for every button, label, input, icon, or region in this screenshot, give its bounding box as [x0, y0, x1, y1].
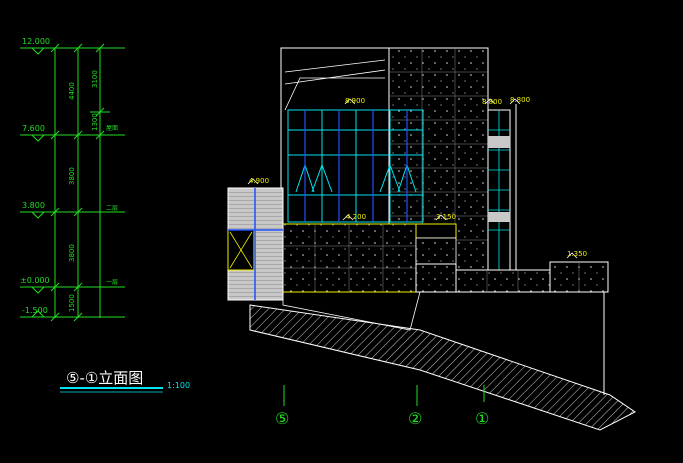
level-dimension-chain [20, 43, 125, 322]
mark-8800-b: 8.800 [510, 96, 530, 104]
drawing-scale: 1:100 [167, 381, 190, 390]
mark-1350: 1.350 [567, 250, 587, 258]
mark-8800-a: 8.800 [482, 98, 502, 106]
roof-canopy [284, 59, 386, 111]
dim-4400: 4400 [68, 82, 76, 100]
dim-1300: 1300 [91, 113, 99, 131]
dim-3100: 3100 [91, 70, 99, 88]
level-minus-1500: -1.500 [22, 306, 48, 315]
level-12000: 12.000 [22, 37, 50, 46]
drawing-title: ⑤-①立面图 [66, 369, 143, 387]
mark-4200: 4.200 [346, 213, 366, 221]
level-7600: 7.600 [22, 124, 45, 133]
floor2-note: 二层 [106, 205, 118, 212]
lower-block-a [415, 263, 457, 293]
dim-1500: 1500 [68, 294, 76, 312]
floor1-note: 一层 [106, 279, 118, 286]
mark-4900: 4.900 [249, 177, 269, 185]
ground-slope [249, 304, 636, 431]
mark-3150: 3.150 [436, 213, 456, 221]
mark-8900: 8.900 [345, 97, 365, 105]
dim-3800-upper: 3800 [68, 167, 76, 185]
lower-block-b [455, 269, 551, 293]
podium-band [280, 223, 417, 293]
roof-note: 屋面 [106, 125, 118, 132]
axis-5-label: ⑤ [275, 409, 289, 428]
level-3800: 3.800 [22, 201, 45, 210]
dim-3800-lower: 3800 [68, 244, 76, 262]
axis-1-label: ① [475, 409, 489, 428]
level-0000: ±0.000 [20, 276, 50, 285]
axis-2-label: ② [408, 409, 422, 428]
